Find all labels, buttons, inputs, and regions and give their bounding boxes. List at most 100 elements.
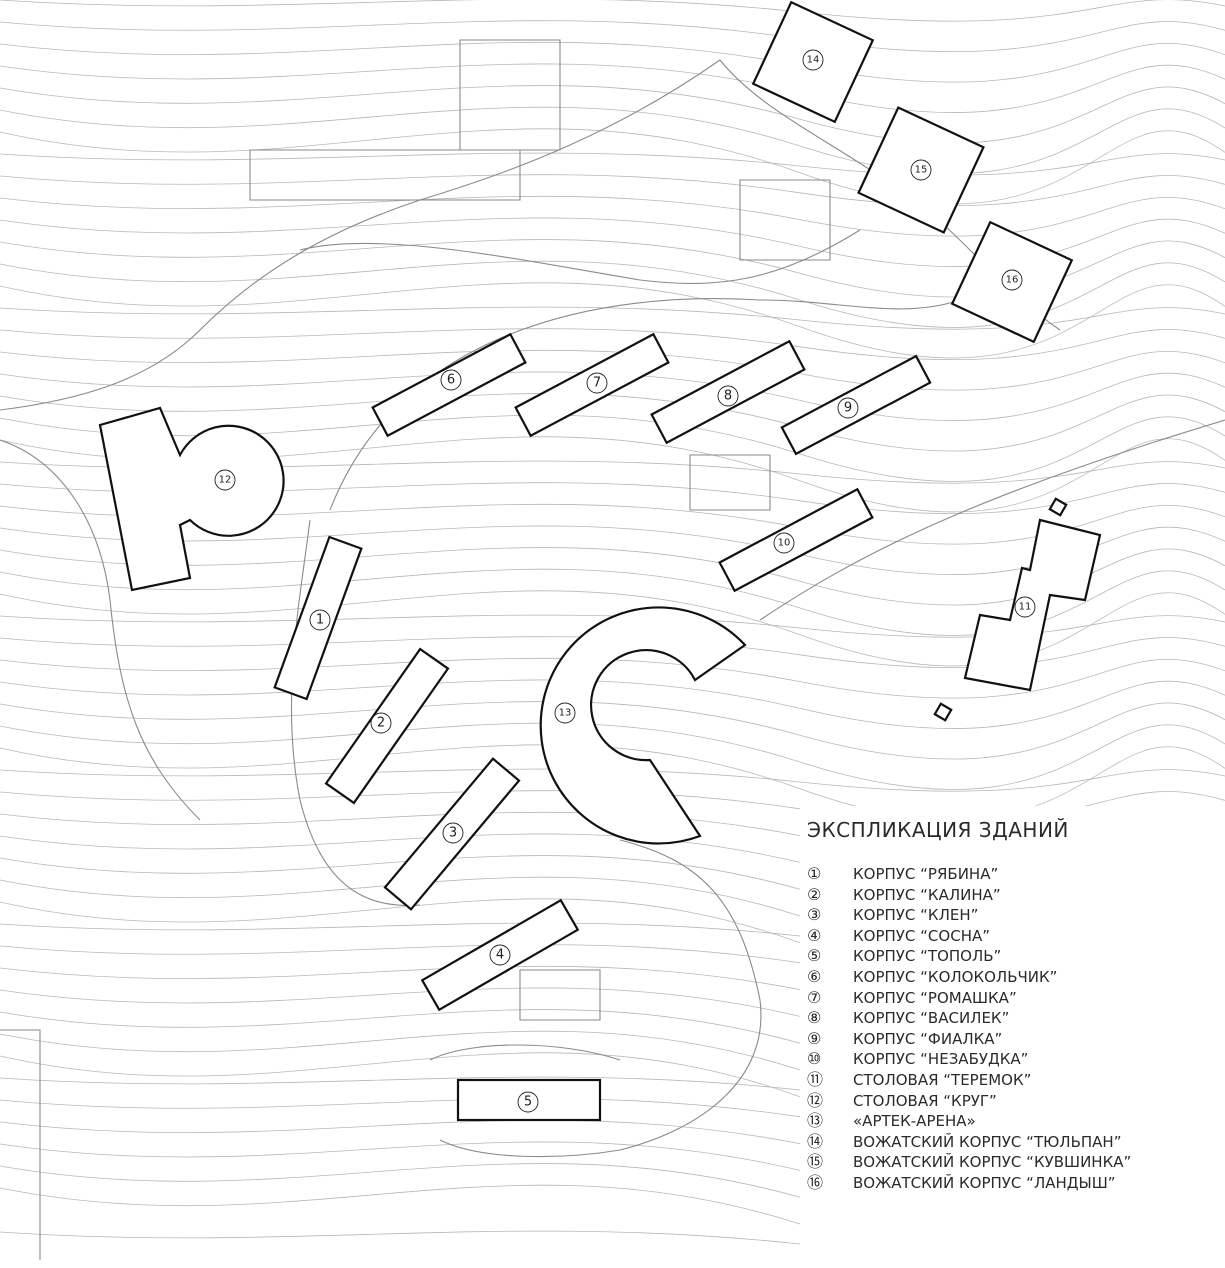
legend-number: ⑩: [807, 1049, 822, 1069]
legend-label: СТОЛОВАЯ “КРУГ”: [853, 1091, 997, 1110]
building-13[interactable]: [539, 606, 747, 845]
building-12[interactable]: [98, 406, 285, 592]
building-marker-1: 1: [309, 609, 331, 631]
roads: [0, 39, 1225, 1260]
contour-line: [0, 20, 1225, 53]
building-15[interactable]: [857, 106, 985, 234]
legend-item: ① КОРПУС “РЯБИНА”: [807, 864, 1131, 885]
contour-line: [0, 174, 1225, 207]
marker-number: 3: [449, 826, 457, 841]
legend-label: КОРПУС “КОЛОКОЛЬЧИК”: [853, 967, 1058, 986]
building-16[interactable]: [950, 220, 1074, 344]
legend-item: ⑫ СТОЛОВАЯ “КРУГ”: [807, 1091, 1131, 1112]
legend-item: ③ КОРПУС “КЛЕН”: [807, 905, 1131, 926]
marker-number: 16: [1006, 275, 1019, 286]
contour-line: [0, 152, 1225, 176]
building-9[interactable]: [780, 354, 932, 456]
contour-line: [0, 239, 1225, 298]
legend-number: ⑥: [807, 966, 822, 986]
marker-circle: [517, 1091, 539, 1113]
small-structure: [933, 702, 953, 722]
contour-line: [0, 85, 1225, 144]
contour-line: [0, 590, 1225, 667]
building-6[interactable]: [371, 332, 527, 438]
legend-number: ①: [807, 864, 822, 883]
contour-line: [0, 282, 1225, 359]
contour-line: [0, 393, 1225, 452]
marker-number: 5: [524, 1095, 532, 1110]
building-marker-7: 7: [586, 372, 608, 394]
legend-number: ⑫: [807, 1090, 824, 1110]
contour-line: [0, 0, 1225, 22]
building-marker-16: 16: [1001, 269, 1023, 291]
building-1[interactable]: [273, 535, 363, 701]
legend-number: ③: [807, 905, 822, 925]
marker-circle: [440, 369, 462, 391]
legend-label: СТОЛОВАЯ “ТЕРЕМОК”: [853, 1070, 1032, 1089]
building-marker-11: 11: [1014, 596, 1036, 618]
legend-label: ВОЖАТСКИЙ КОРПУС “КУВШИНКА”: [853, 1153, 1132, 1172]
legend-label: «АРТЕК-АРЕНА»: [853, 1112, 976, 1131]
buildings: [98, 0, 1102, 1122]
contour-line: [0, 328, 1225, 361]
building-14[interactable]: [751, 0, 875, 124]
marker-circle: [309, 609, 331, 631]
building-marker-9: 9: [837, 397, 859, 419]
marker-circle: [802, 49, 824, 71]
marker-number: 1: [316, 613, 324, 628]
legend-number: ⑮: [807, 1152, 824, 1172]
marker-circle: [554, 702, 576, 724]
contour-line: [0, 195, 1225, 237]
building-marker-4: 4: [489, 944, 511, 966]
legend-number: ②: [807, 884, 822, 904]
building-11[interactable]: [963, 518, 1102, 692]
building-2[interactable]: [324, 647, 450, 805]
contour-line: [0, 768, 1225, 792]
contour-line: [0, 260, 1225, 328]
marker-circle: [489, 944, 511, 966]
building-7[interactable]: [514, 332, 670, 438]
building-marker-10: 10: [773, 532, 795, 554]
legend-label: КОРПУС “ТОПОЛЬ”: [853, 947, 1002, 966]
legend-list: ① КОРПУС “РЯБИНА” ② КОРПУС “КАЛИНА” ③ КОРПУС …: [807, 864, 1131, 1194]
legend-title: ЭКСПЛИКАЦИЯ ЗДАНИЙ: [807, 818, 1069, 842]
legend-label: КОРПУС “ВАСИЛЕК”: [853, 1009, 1010, 1028]
legend-label: КОРПУС “РЯБИНА”: [853, 865, 999, 883]
building-marker-12: 12: [214, 469, 236, 491]
contour-line: [0, 679, 1225, 729]
legend-number: ⑯: [807, 1172, 824, 1192]
marker-circle: [370, 712, 392, 734]
legend-number: ⑭: [807, 1131, 824, 1151]
contour-line: [0, 217, 1225, 267]
building-marker-2: 2: [370, 712, 392, 734]
contour-line: [0, 106, 1225, 174]
marker-circle: [1014, 596, 1036, 618]
legend-item: ⑥ КОРПУС “КОЛОКОЛЬЧИК”: [807, 967, 1131, 988]
marker-circle: [717, 385, 739, 407]
legend-item: ⑮ ВОЖАТСКИЙ КОРПУС “КУВШИНКА”: [807, 1152, 1131, 1173]
building-4[interactable]: [420, 898, 580, 1012]
building-5[interactable]: [456, 1078, 602, 1122]
contour-line: [0, 128, 1225, 205]
legend-label: КОРПУС “ФИАЛКА”: [853, 1029, 1003, 1048]
building-8[interactable]: [650, 339, 806, 445]
legend-label: КОРПУС “КАЛИНА”: [853, 885, 1001, 904]
legend-label: КОРПУС “КЛЕН”: [853, 906, 979, 925]
building-10[interactable]: [718, 487, 874, 593]
building-marker-6: 6: [440, 369, 462, 391]
contour-line: [0, 722, 1225, 790]
contour-line: [0, 568, 1225, 636]
marker-circle: [586, 372, 608, 394]
marker-circle: [910, 159, 932, 181]
building-3[interactable]: [383, 757, 521, 911]
contour-line: [0, 614, 1225, 638]
marker-number: 14: [807, 55, 820, 66]
marker-circle: [442, 822, 464, 844]
